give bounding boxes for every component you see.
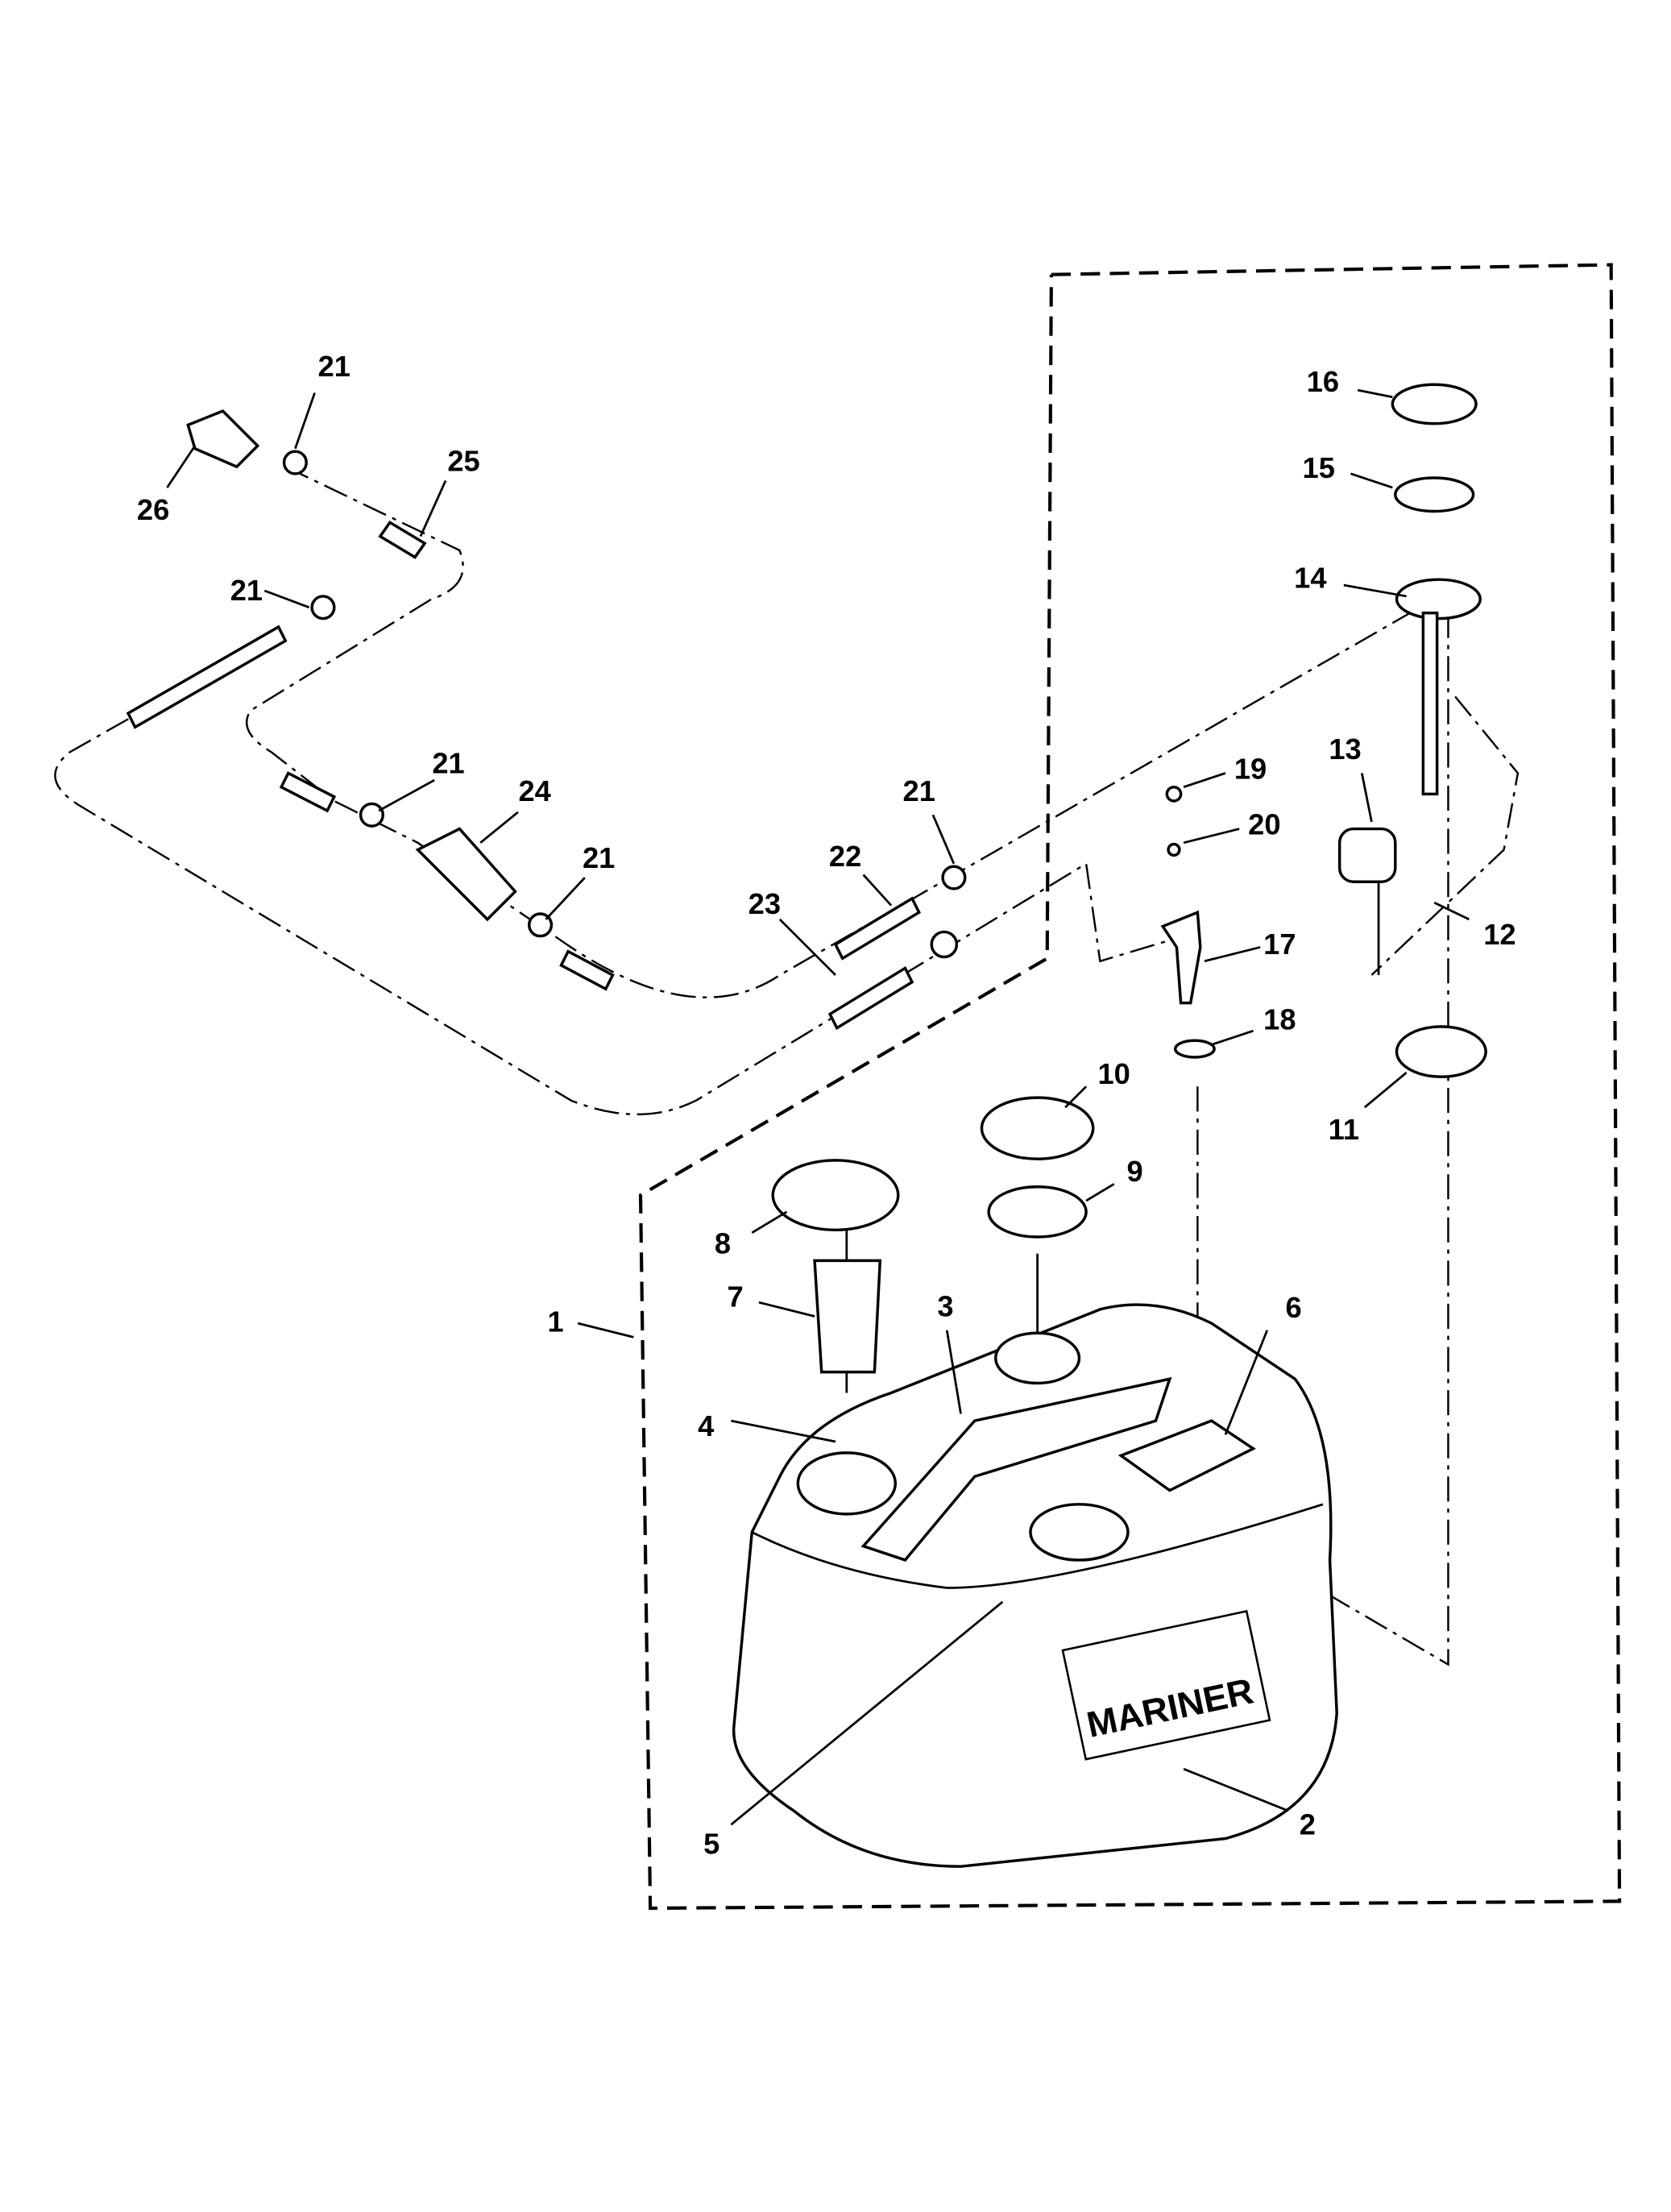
hose-clamps <box>282 450 967 959</box>
fuel-tank: MARINER <box>732 1303 1338 1868</box>
fuel-line-lower <box>54 633 1171 1115</box>
callout-1: 1 <box>548 1305 564 1338</box>
callout-2: 2 <box>1300 1807 1316 1841</box>
primer-bulb-part <box>415 827 517 922</box>
cap-8 <box>771 1159 900 1232</box>
callout-24: 24 <box>519 774 551 807</box>
callout-26: 26 <box>137 493 169 526</box>
callout-19: 19 <box>1234 752 1267 785</box>
callout-7: 7 <box>727 1280 743 1313</box>
callout-21: 21 <box>318 350 350 383</box>
callout-9: 9 <box>1126 1155 1142 1188</box>
cap-16 <box>1391 383 1478 425</box>
float-13 <box>1337 827 1397 883</box>
callout-16: 16 <box>1307 365 1339 398</box>
ring-11 <box>1395 1025 1487 1078</box>
callout-18: 18 <box>1263 1002 1296 1035</box>
callout-21: 21 <box>583 841 615 874</box>
callout-10: 10 <box>1097 1057 1130 1090</box>
callout-3: 3 <box>937 1289 953 1322</box>
callout-17: 17 <box>1263 928 1296 961</box>
callout-5: 5 <box>703 1828 719 1861</box>
callouts: 21 25 26 21 21 24 21 21 22 23 19 20 13 1… <box>137 350 1516 1861</box>
callout-20: 20 <box>1248 807 1280 840</box>
ring-9 <box>987 1185 1088 1239</box>
callout-13: 13 <box>1329 732 1361 766</box>
gasket-15 <box>1394 476 1475 513</box>
callout-4: 4 <box>698 1409 714 1442</box>
callout-leaders <box>166 388 1470 1826</box>
callout-6: 6 <box>1286 1291 1302 1324</box>
callout-25: 25 <box>447 444 479 477</box>
filter-7 <box>813 1259 882 1374</box>
gasket-18 <box>1173 1039 1216 1059</box>
cap-10 <box>980 1096 1095 1160</box>
callout-23: 23 <box>748 887 781 920</box>
callout-21: 21 <box>432 746 464 779</box>
valve-17 <box>1160 910 1202 1005</box>
callout-8: 8 <box>715 1227 731 1260</box>
callout-15: 15 <box>1303 451 1335 484</box>
callout-14: 14 <box>1294 562 1326 595</box>
callout-12: 12 <box>1483 918 1516 951</box>
fuel-line <box>246 466 1435 998</box>
callout-22: 22 <box>829 840 861 873</box>
hose-segments <box>126 521 921 1031</box>
assembly-boundary <box>638 263 1622 1911</box>
gauge-rod <box>1421 611 1439 796</box>
callout-11: 11 <box>1329 1113 1359 1146</box>
callout-21: 21 <box>230 574 263 607</box>
connector-part <box>186 409 260 469</box>
callout-21: 21 <box>903 774 935 807</box>
